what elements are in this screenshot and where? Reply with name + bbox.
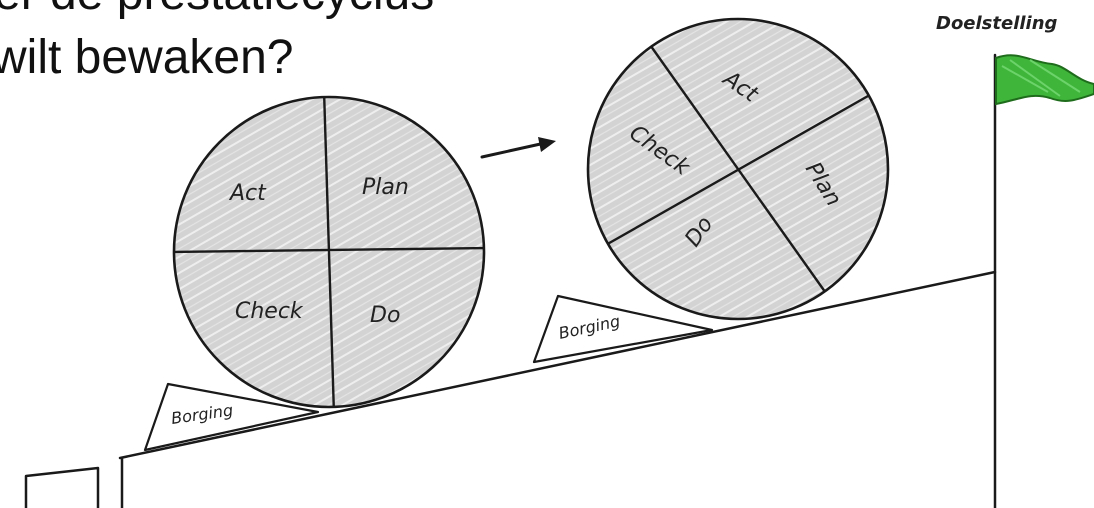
wheel-left-check: Check: [235, 299, 304, 324]
pdca-wheel-right: Act Plan Do Check: [588, 19, 888, 319]
goal-flag-icon: [996, 55, 1094, 104]
goal-label: Doelstelling: [936, 13, 1058, 34]
wheel-left-plan: Plan: [362, 175, 409, 200]
wheel-left-act: Act: [228, 181, 267, 206]
goal-flag: Doelstelling: [936, 13, 1094, 104]
wheel-left-do: Do: [370, 303, 400, 328]
progress-arrow: [482, 137, 556, 157]
start-box: [26, 468, 98, 508]
pdca-wheel-left: Act Plan Check Do: [170, 90, 490, 415]
